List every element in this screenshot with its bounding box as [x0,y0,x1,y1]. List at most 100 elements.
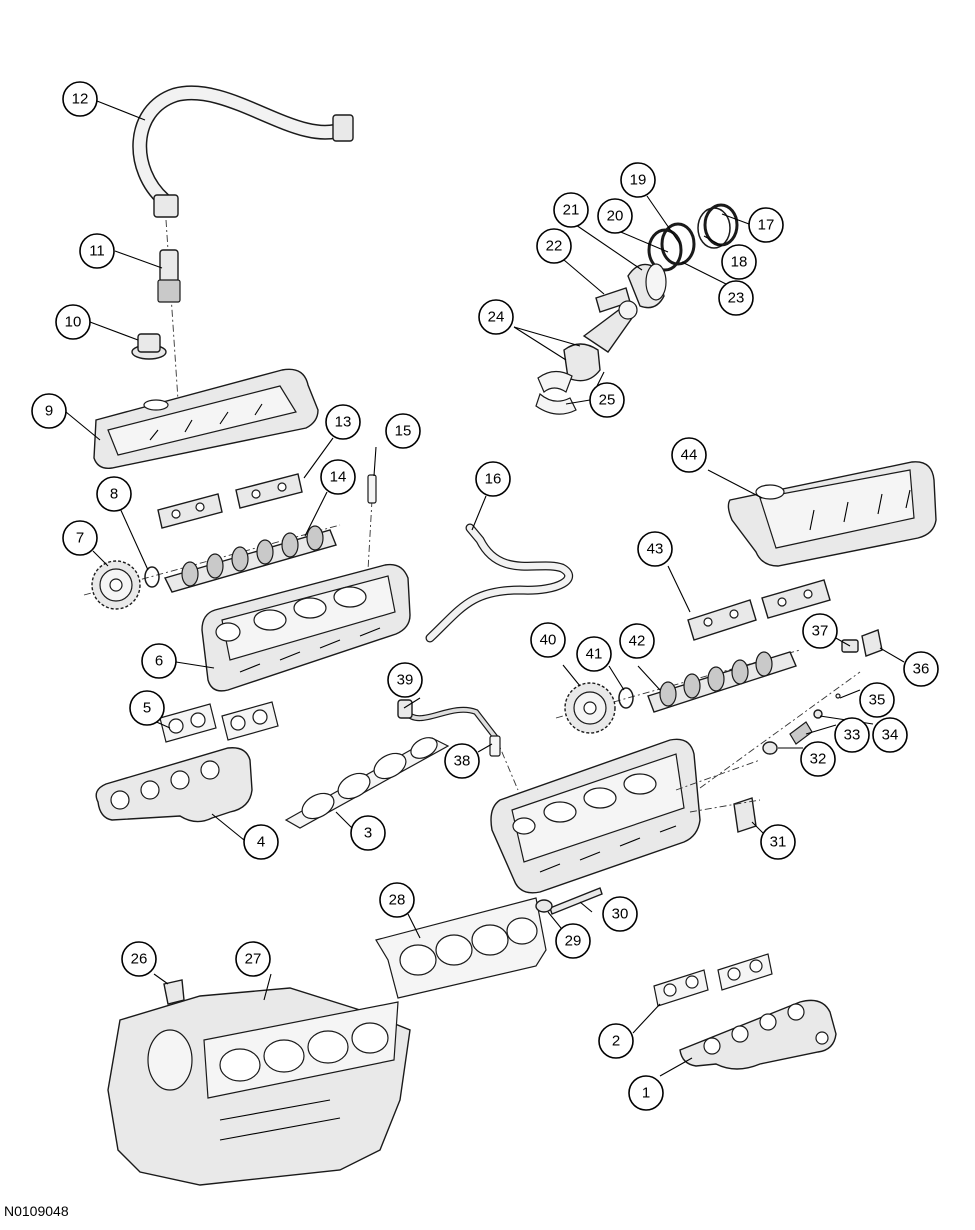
callout-label: 44 [681,447,698,464]
callout-label: 37 [812,623,829,640]
callout-23: 23 [718,280,754,316]
left-cam-sprocket-part [91,560,141,610]
callout-label: 13 [335,414,352,431]
left-cam-washer-part [144,566,160,588]
block-plug-part [163,979,185,1005]
right-exhaust-manifold-part [679,999,837,1070]
callout-43: 43 [637,531,673,567]
callout-8: 8 [96,476,132,512]
left-exhaust-manifold-part [95,747,253,823]
left-camshaft-part [83,524,341,596]
left-exhaust-gaskets-part [159,701,279,743]
cylinder-block-part [107,987,411,1186]
callout-label: 7 [76,530,84,547]
left-spark-plug-part [367,474,377,571]
callout-label: 28 [389,892,406,909]
callout-label: 20 [607,208,624,225]
callout-label: 32 [810,751,827,768]
callout-40: 40 [530,622,566,658]
callout-label: 23 [728,290,745,307]
callout-3: 3 [350,815,386,851]
callout-22: 22 [536,228,572,264]
leader-lines [65,100,905,1077]
callout-17: 17 [748,207,784,243]
right-cam-washer-part [618,687,634,709]
callout-label: 11 [89,243,105,260]
callout-6: 6 [141,643,177,679]
callout-21: 21 [553,192,589,228]
callout-27: 27 [235,941,271,977]
coolant-tube-part [425,523,573,643]
callout-label: 17 [758,217,775,234]
callout-label: 4 [257,834,265,851]
callout-24: 24 [478,299,514,335]
callout-label: 9 [45,403,53,420]
callout-label: 14 [330,469,347,486]
right-valve-cover-part [727,461,937,567]
right-head-gasket-part [375,897,547,999]
oil-filler-cap-part [131,333,167,360]
left-head-gasket-part [284,737,450,829]
pcv-valve-part [157,219,181,401]
callout-label: 1 [642,1085,650,1102]
callout-30: 30 [602,896,638,932]
callout-13: 13 [325,404,361,440]
callout-label: 25 [599,392,616,409]
callout-label: 24 [488,309,505,326]
callout-label: 29 [565,933,582,950]
callout-33: 33 [834,717,870,753]
left-valve-cover-part [93,368,319,469]
connecting-rod-part [563,300,638,382]
callout-2: 2 [598,1023,634,1059]
callout-label: 22 [546,238,563,255]
callout-label: 8 [110,486,118,503]
callout-4: 4 [243,824,279,860]
right-cylinder-head-part [490,738,761,894]
callout-label: 15 [395,423,412,440]
callout-15: 15 [385,413,421,449]
callout-label: 30 [612,906,629,923]
callout-label: 19 [630,172,647,189]
left-cylinder-head-part [201,563,411,692]
callout-9: 9 [31,393,67,429]
callout-11: 11 [79,233,115,269]
rod-bearings-part [535,370,577,415]
callout-29: 29 [555,923,591,959]
right-roller-followers-part [687,579,831,641]
callout-25: 25 [589,382,625,418]
left-roller-followers-part [157,473,303,529]
callout-36: 36 [903,651,939,687]
callout-19: 19 [620,162,656,198]
right-cam-sprocket-part [564,682,616,734]
callout-35: 35 [859,682,895,718]
callout-label: 34 [882,727,899,744]
callout-41: 41 [576,636,612,672]
callout-32: 32 [800,741,836,777]
callout-16: 16 [475,461,511,497]
callout-label: 33 [844,727,861,744]
piston-part [627,263,667,309]
callout-label: 27 [245,951,262,968]
tensioner-bracket-part [861,629,883,657]
callout-1: 1 [628,1075,664,1111]
callout-label: 12 [72,91,89,108]
callout-label: 42 [629,633,646,650]
right-head-bracket-part [733,797,757,833]
callout-label: 21 [563,202,580,219]
callout-37: 37 [802,613,838,649]
figure-code: N0109048 [4,1203,69,1219]
callout-label: 5 [143,700,151,717]
callout-label: 6 [155,653,163,670]
callout-44: 44 [671,437,707,473]
callout-label: 10 [65,314,82,331]
callout-14: 14 [320,459,356,495]
callout-label: 41 [586,646,603,663]
callout-label: 35 [869,692,886,709]
callout-18: 18 [721,244,757,280]
callout-label: 36 [913,661,930,678]
sensor-harness-part [397,699,499,741]
callout-label: 40 [540,632,557,649]
right-camshaft-part [555,649,801,719]
